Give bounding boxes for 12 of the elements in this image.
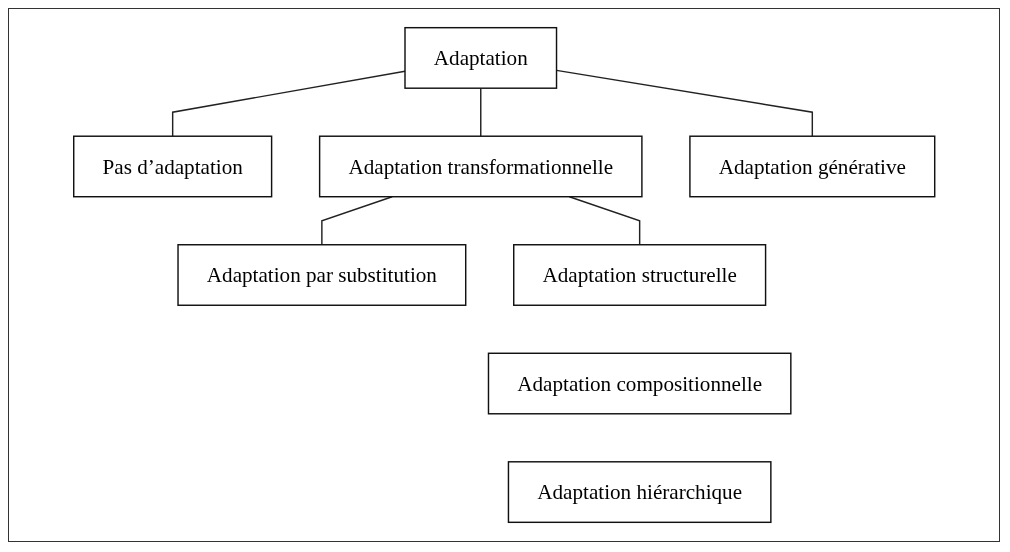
node-box (689, 135, 936, 198)
connector (479, 87, 482, 137)
node-box (404, 26, 558, 89)
node-box (507, 461, 772, 524)
diagram-frame: Adaptation Pas d’adaptation Adaptation transformationnelle Adaptation générative Adaptation par substitution Adaptation structurelle Adaptation compositionnelle Adaptation hiérarchique (8, 8, 1000, 542)
node-box (487, 352, 792, 415)
node-box (72, 135, 273, 198)
node-box (177, 244, 467, 306)
node-box (318, 135, 643, 198)
node-box (512, 244, 767, 306)
connector (320, 196, 393, 246)
connector (568, 196, 641, 246)
